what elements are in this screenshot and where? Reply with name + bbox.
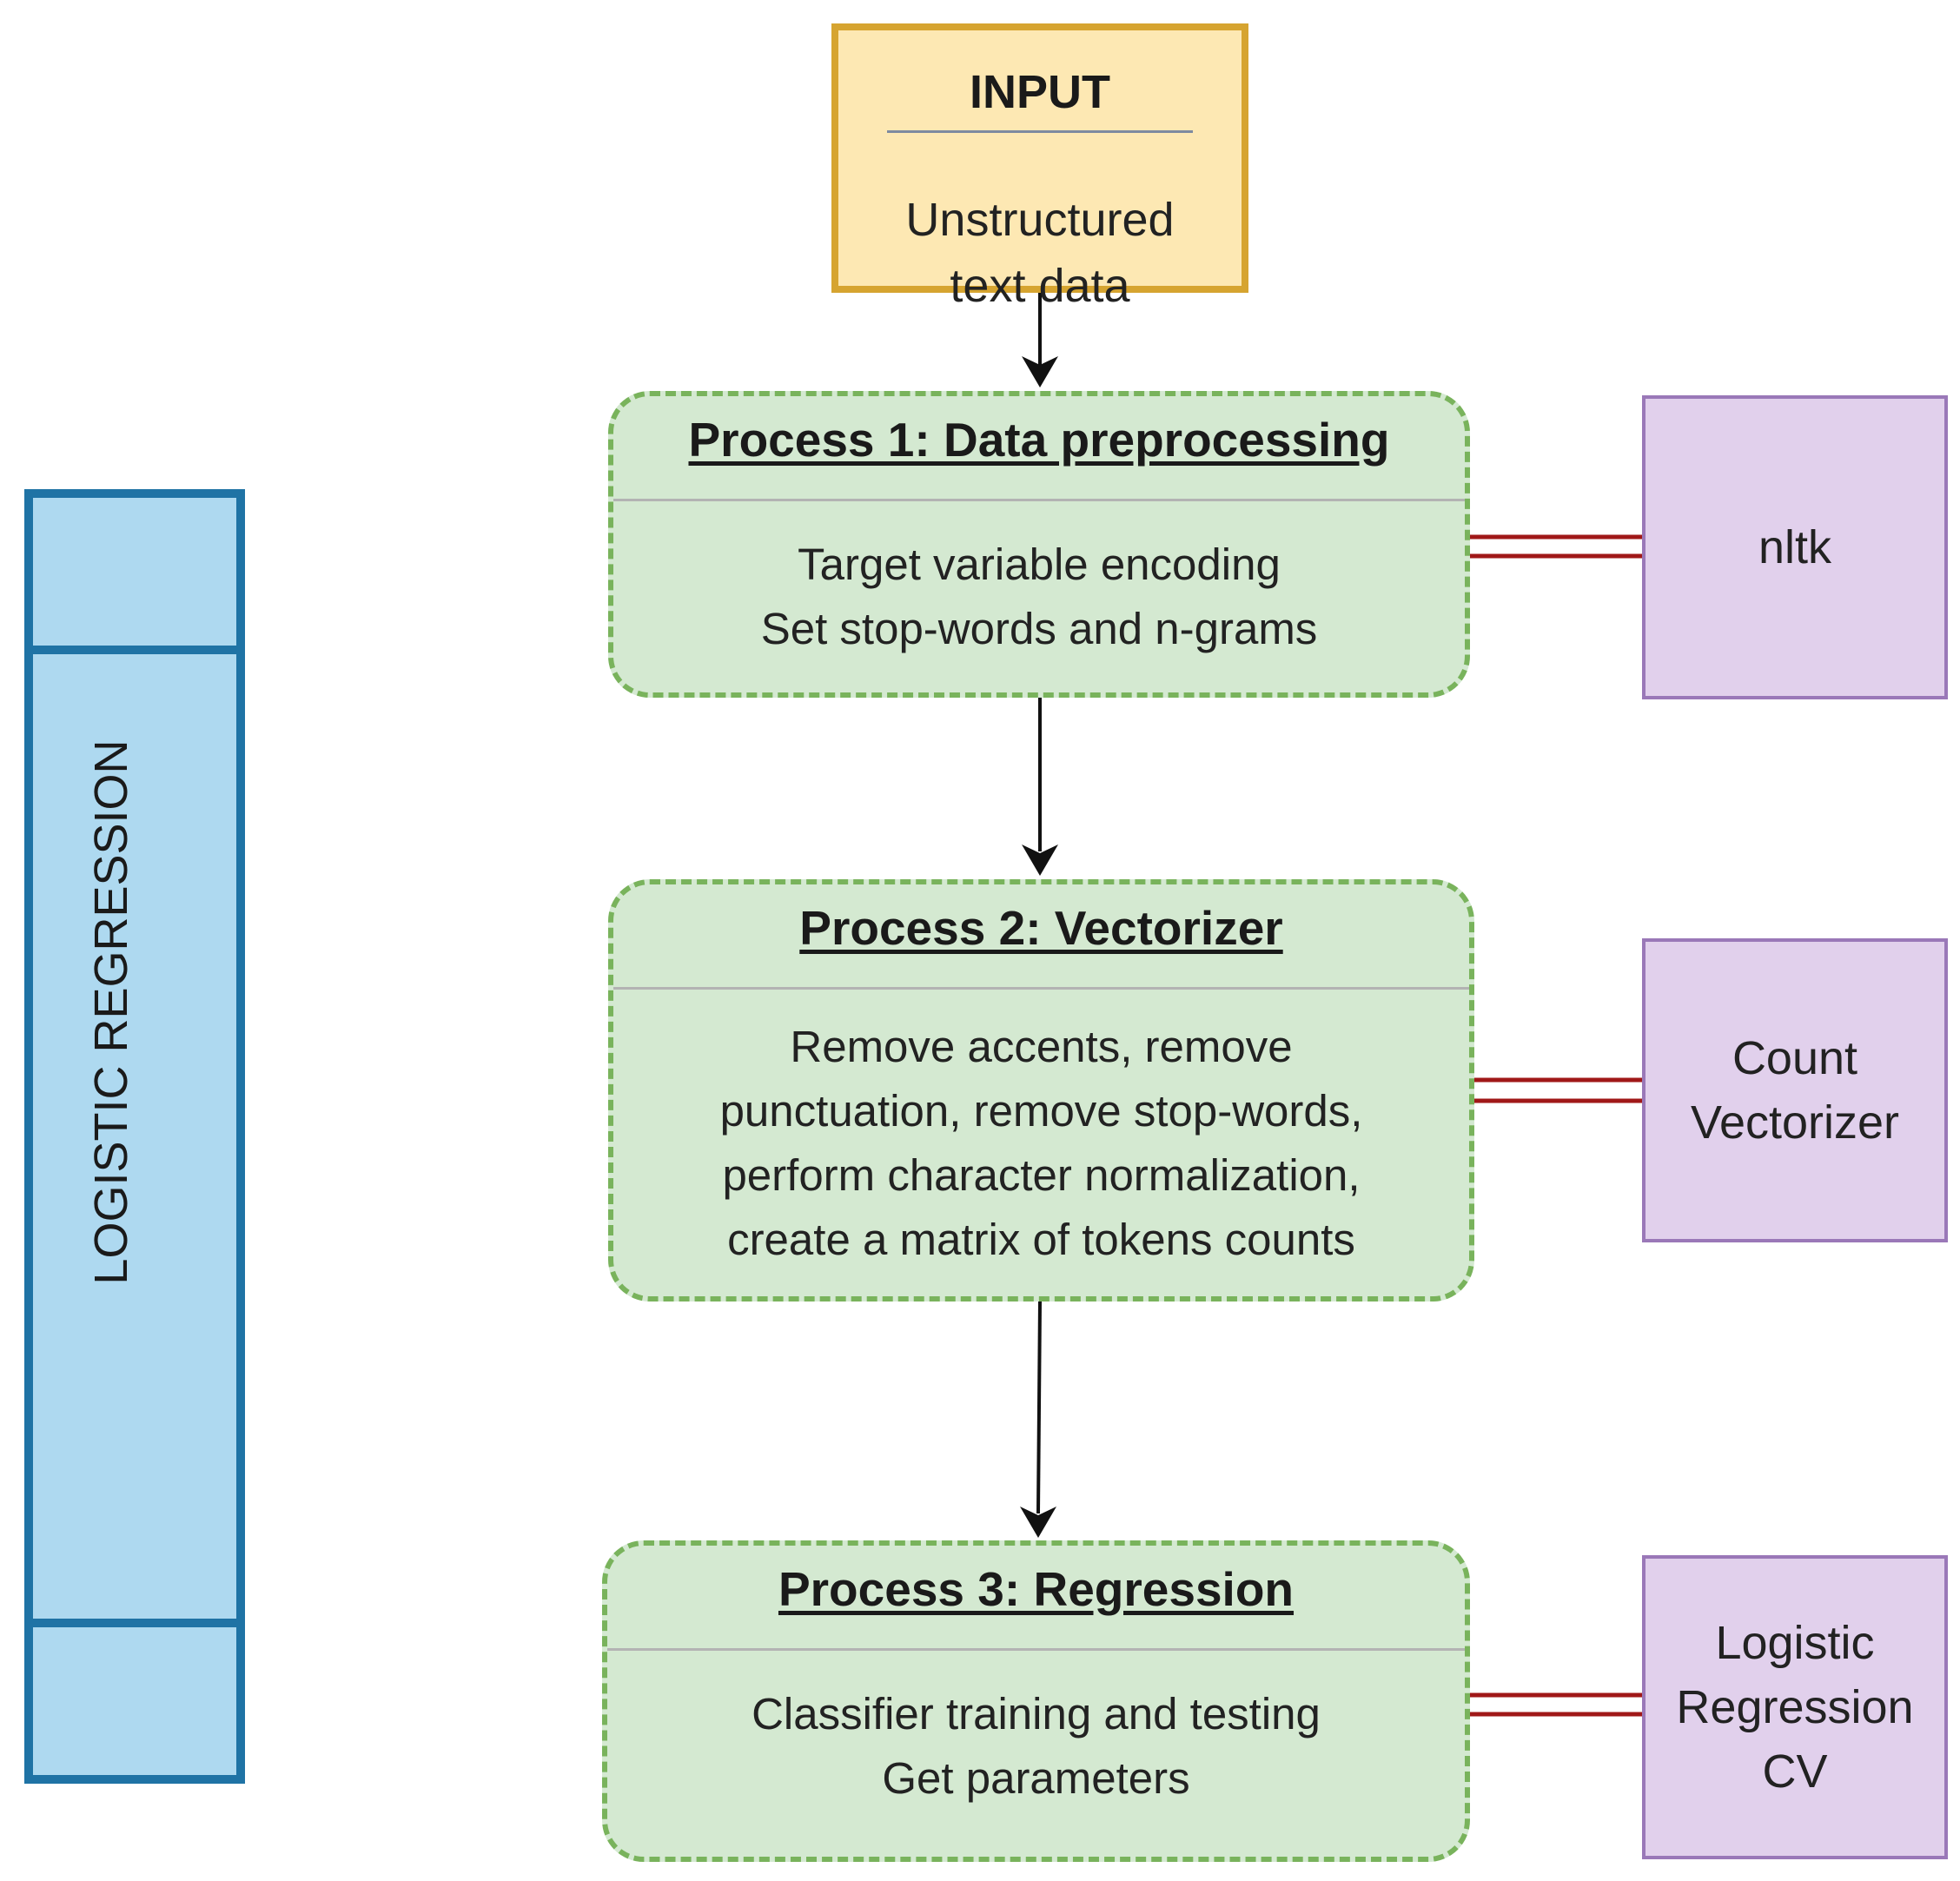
link-process-1-nltk (1470, 534, 1642, 559)
process-1-separator (613, 499, 1465, 501)
process-2-body-line: punctuation, remove stop-words, (719, 1086, 1363, 1136)
input-body-line: text data (950, 260, 1130, 312)
process-1-body-line: Set stop-words and n-grams (760, 604, 1318, 653)
process-1-title: Process 1: Data preprocessing (688, 413, 1390, 467)
process-3-box: Process 3: Regression Classifier trainin… (602, 1540, 1470, 1862)
process-3-separator (607, 1648, 1465, 1651)
input-body: Unstructured text data (838, 187, 1242, 319)
link-process-2-count-vectorizer (1474, 1077, 1642, 1103)
library-box-count-vectorizer: Count Vectorizer (1642, 938, 1948, 1242)
logistic-regression-pillar (24, 489, 245, 1784)
library-box-nltk: nltk (1642, 395, 1948, 699)
process-2-title: Process 2: Vectorizer (799, 901, 1283, 955)
process-2-body: Remove accents, remove punctuation, remo… (613, 1015, 1469, 1272)
process-2-separator (613, 987, 1469, 990)
link-process-3-logistic-regression-cv (1470, 1692, 1642, 1717)
process-1-box: Process 1: Data preprocessing Target var… (608, 391, 1470, 698)
process-2-body-line: perform character normalization, (722, 1150, 1361, 1200)
process-3-body-line: Get parameters (882, 1753, 1190, 1803)
process-2-body-line: Remove accents, remove (790, 1022, 1293, 1071)
library-box-logistic-regression-cv: Logistic Regression CV (1642, 1555, 1948, 1859)
process-2-body-line: create a matrix of tokens counts (727, 1215, 1355, 1264)
process-1-body: Target variable encoding Set stop-words … (613, 533, 1465, 661)
library-label-logistic-regression-cv: Logistic Regression CV (1676, 1617, 1914, 1798)
arrow-process-1-to-process-2 (1022, 698, 1058, 876)
process-2-box: Process 2: Vectorizer Remove accents, re… (608, 879, 1474, 1301)
process-3-title: Process 3: Regression (778, 1562, 1295, 1616)
library-label-count-vectorizer: Count Vectorizer (1690, 1032, 1900, 1149)
input-title: INPUT (970, 66, 1110, 118)
input-body-line: Unstructured (905, 194, 1175, 246)
pillar-bottom-segment (33, 1619, 236, 1775)
input-separator (887, 130, 1193, 133)
arrow-input-to-process-1 (1022, 293, 1058, 387)
process-3-body: Classifier training and testing Get para… (607, 1682, 1465, 1811)
process-1-body-line: Target variable encoding (798, 540, 1281, 589)
arrow-process-2-to-process-3 (1020, 1301, 1056, 1538)
process-3-body-line: Classifier training and testing (752, 1689, 1321, 1739)
pillar-top-segment (33, 498, 236, 654)
input-box: INPUT Unstructured text data (831, 23, 1248, 312)
library-label-nltk: nltk (1758, 521, 1832, 573)
